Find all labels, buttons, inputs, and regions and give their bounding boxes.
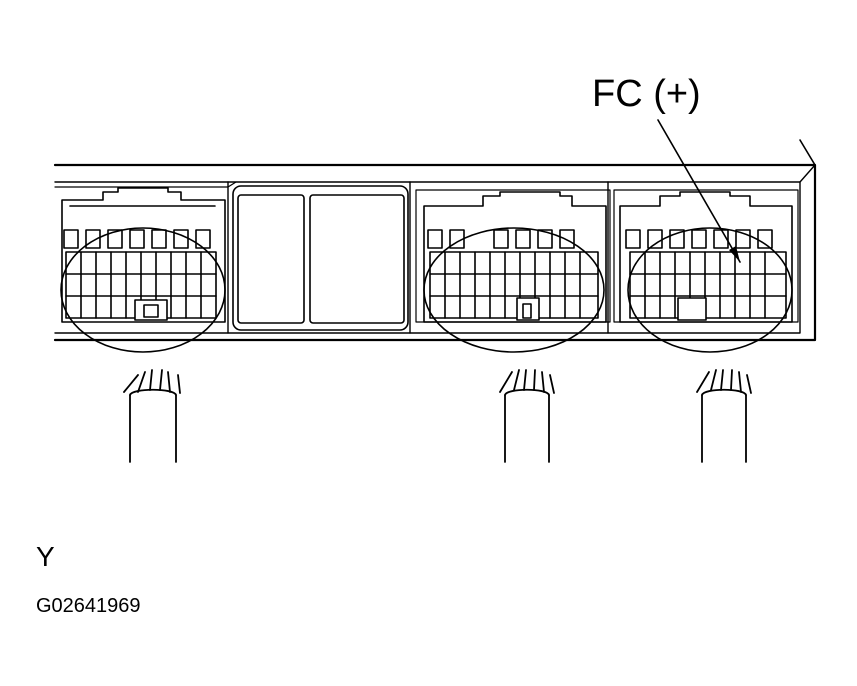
view-letter-label: Y bbox=[36, 541, 55, 572]
blank-block bbox=[232, 185, 409, 331]
wire-harness-2 bbox=[499, 369, 555, 463]
figure-code-label: G02641969 bbox=[36, 595, 141, 617]
wire-harness-3 bbox=[696, 369, 752, 463]
leader-arrow bbox=[657, 119, 741, 263]
wire-harness-1 bbox=[123, 369, 181, 463]
connector-2 bbox=[415, 189, 611, 353]
ecu-housing bbox=[53, 139, 817, 342]
connector-1 bbox=[60, 187, 226, 353]
connector-3 bbox=[613, 189, 799, 353]
terminal-label: FC (+) bbox=[592, 73, 701, 115]
